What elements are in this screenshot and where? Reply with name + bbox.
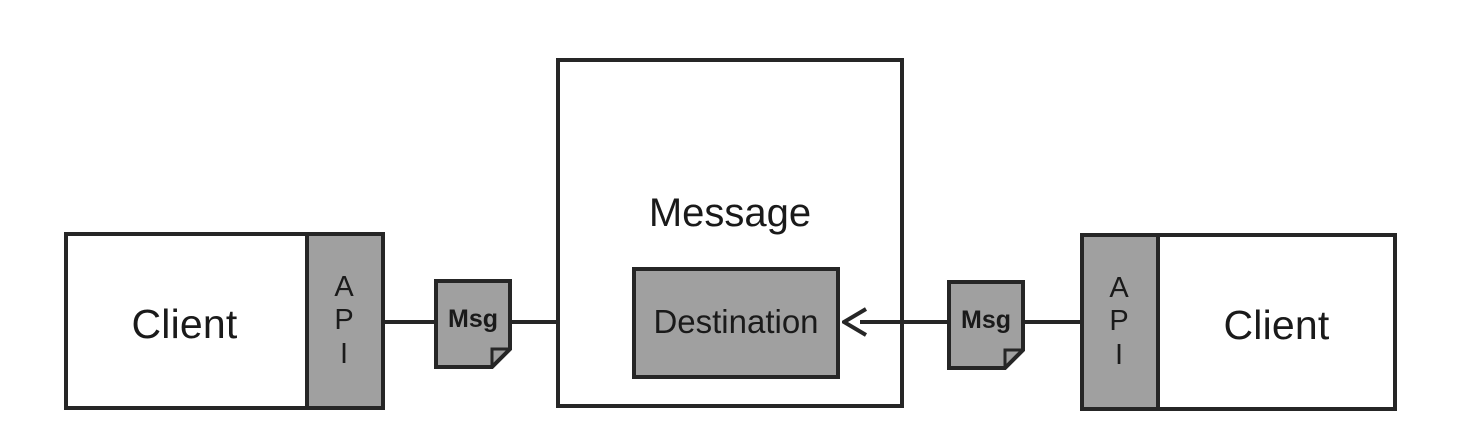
api-letter-p: P [334, 304, 354, 337]
client-right-body [1156, 233, 1397, 411]
api-letter-a: A [1109, 271, 1129, 304]
client-right-api-panel [1080, 233, 1160, 411]
destination-label: Destination [653, 303, 819, 340]
client-left-body [64, 232, 309, 410]
msg-left-icon: Msg [434, 279, 512, 369]
api-letter-a: A [334, 270, 354, 303]
client-left-api-label: A P I [305, 232, 383, 410]
connector-msg-to-api-right [1023, 320, 1082, 324]
document-icon [947, 280, 1025, 370]
api-letter-i: I [339, 337, 349, 370]
broker-title-line-1: Message [648, 191, 812, 236]
api-letter-p: P [1109, 305, 1129, 338]
client-left-api-panel [305, 232, 385, 410]
client-right-label: Client [1223, 302, 1330, 348]
msg-right-icon: Msg [947, 280, 1025, 370]
client-left-label: Client [131, 301, 238, 347]
connector-left-api-to-msg [383, 320, 438, 324]
arrowhead-into-destination-right [840, 307, 868, 337]
document-icon [434, 279, 512, 369]
connector-destination-to-msg-right [860, 320, 950, 324]
api-letter-i: I [1114, 338, 1124, 371]
destination-box [632, 267, 840, 379]
client-right-api-label: A P I [1080, 233, 1158, 411]
